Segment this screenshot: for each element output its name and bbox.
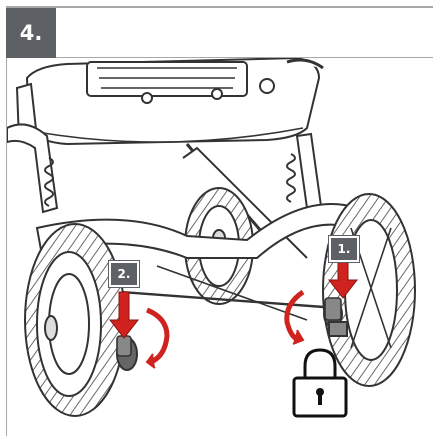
- rotate-arrow-icon: [284, 289, 305, 345]
- left-rear-wheel: [24, 223, 138, 417]
- suspension-springs: [44, 153, 296, 207]
- seat-unit: [15, 58, 324, 146]
- left-rule: [6, 6, 7, 436]
- callout-step-1: 1.: [329, 236, 359, 262]
- stroller-illustration: [7, 58, 433, 436]
- brake-pedal-right: [324, 297, 342, 321]
- step-number-badge: 4.: [6, 8, 56, 58]
- padlock-icon: [292, 348, 348, 418]
- header-divider: [6, 57, 433, 58]
- rotate-arrow-icon: [145, 307, 170, 369]
- down-arrow-icon: [108, 291, 140, 339]
- callout-step-2: 2.: [109, 261, 139, 287]
- brake-pedal-left: [116, 335, 132, 357]
- top-rule: [6, 6, 433, 8]
